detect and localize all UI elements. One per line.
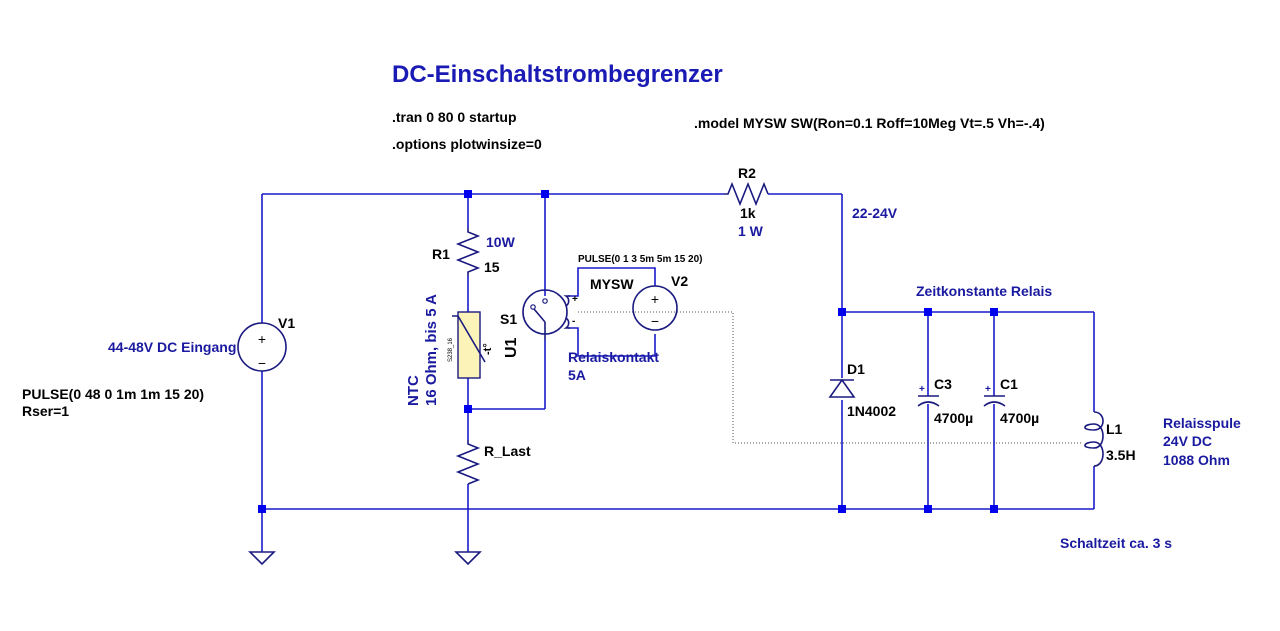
component-s1[interactable]: + - S1 MYSW	[500, 276, 634, 340]
options-directive[interactable]: .options plotwinsize=0	[392, 136, 542, 152]
r-last-name: R_Last	[484, 443, 531, 459]
component-u1[interactable]: S238_16 -t° U1	[448, 311, 520, 379]
component-c1[interactable]: + C1 4700µ	[983, 376, 1039, 426]
v2-value: PULSE(0 1 3 5m 5m 15 20)	[578, 254, 703, 265]
r2-name: R2	[738, 165, 756, 181]
resistor-icon	[724, 181, 769, 207]
capacitor-plus-sign: +	[919, 384, 925, 395]
voltage-source-icon	[237, 322, 287, 372]
u1-part: S238_16	[448, 337, 454, 362]
s1-comment-line1: Relaiskontakt	[568, 349, 659, 365]
capacitor-plus-sign: +	[985, 384, 991, 395]
v1-name: V1	[278, 315, 295, 331]
r1-value: 15	[484, 259, 500, 275]
ntc-thermistor-icon	[457, 311, 481, 379]
u1-temp-symbol: -t°	[482, 343, 494, 355]
junction	[924, 505, 932, 513]
d1-value: 1N4002	[847, 403, 896, 419]
ntc-slope-line	[452, 315, 486, 363]
junction	[990, 308, 998, 316]
model-directive[interactable]: .model MYSW SW(Ron=0.1 Roff=10Meg Vt=.5 …	[694, 115, 1045, 131]
v1-value: PULSE(0 48 0 1m 1m 15 20)	[22, 386, 204, 402]
c3-name: C3	[934, 376, 952, 392]
r2-value: 1k	[740, 205, 756, 221]
component-v1[interactable]: + − V1	[237, 315, 295, 372]
component-r1[interactable]: R1 15 10W	[432, 228, 516, 276]
c3-value: 4700µ	[934, 410, 973, 426]
l1-comment-line3: 1088 Ohm	[1163, 452, 1230, 468]
resistor-icon	[455, 228, 481, 276]
junction	[464, 190, 472, 198]
switch-plus-lead	[563, 295, 570, 307]
component-c3[interactable]: + C3 4700µ	[917, 376, 973, 426]
component-d1[interactable]: D1 1N4002	[828, 361, 896, 419]
ntc-comment-line1: NTC	[405, 375, 422, 406]
component-v2[interactable]: + − V2 PULSE(0 1 3 5m 5m 15 20)	[578, 254, 703, 331]
minus-sign: −	[258, 355, 266, 371]
plus-sign: +	[651, 291, 659, 307]
d1-name: D1	[847, 361, 865, 377]
r1-name: R1	[432, 246, 450, 262]
junction	[838, 505, 846, 513]
capacitor-icon	[917, 401, 940, 407]
switch-contact	[542, 298, 548, 304]
junction	[990, 505, 998, 513]
u1-name: U1	[503, 337, 520, 358]
junction	[924, 308, 932, 316]
v1-rser: Rser=1	[22, 403, 69, 419]
wires	[261, 193, 1095, 552]
wire-v2-plus	[568, 267, 656, 297]
resistor-icon	[455, 440, 481, 485]
s1-model: MYSW	[590, 276, 634, 292]
junctions	[258, 190, 998, 513]
junction	[838, 308, 846, 316]
switch-time-label: Schaltzeit ca. 3 s	[1060, 535, 1172, 551]
junction	[541, 190, 549, 198]
component-r-last[interactable]: R_Last	[455, 440, 531, 485]
s1-comment-line2: 5A	[568, 367, 586, 383]
v2-name: V2	[671, 273, 688, 289]
voltage-node-label: 22-24V	[852, 205, 898, 221]
l1-name: L1	[1106, 421, 1123, 437]
switch-blade	[533, 308, 546, 323]
junction	[464, 405, 472, 413]
junction	[258, 505, 266, 513]
minus-sign: −	[651, 313, 659, 329]
c1-value: 4700µ	[1000, 410, 1039, 426]
s1-plus: +	[572, 294, 578, 305]
time-constant-label: Zeitkonstante Relais	[916, 283, 1052, 299]
l1-comment-line2: 24V DC	[1163, 433, 1212, 449]
ground-symbol	[454, 551, 482, 566]
diode-icon	[828, 378, 856, 398]
wire-v2-minus	[568, 327, 656, 357]
inductor-icon	[1084, 411, 1104, 467]
s1-minus: -	[572, 316, 575, 327]
voltage-source-icon	[632, 285, 678, 331]
schematic-title: DC-Einschaltstrombegrenzer	[392, 61, 723, 88]
switch-minus-lead	[563, 317, 570, 329]
capacitor-icon	[983, 401, 1006, 407]
ground-symbol	[248, 551, 276, 566]
component-l1[interactable]: L1 3.5H	[1084, 411, 1136, 467]
l1-value: 3.5H	[1106, 447, 1136, 463]
component-r2[interactable]: R2 1k 1 W	[724, 165, 769, 239]
l1-comment-line1: Relaisspule	[1163, 415, 1241, 431]
tran-directive[interactable]: .tran 0 80 0 startup	[392, 109, 517, 125]
c1-name: C1	[1000, 376, 1018, 392]
plus-sign: +	[258, 331, 266, 347]
ntc-comment-line2: 16 Ohm, bis 5 A	[423, 294, 440, 406]
v1-comment: 44-48V DC Eingang	[108, 339, 236, 355]
r1-comment: 10W	[486, 234, 516, 250]
switch-contact	[530, 304, 536, 310]
r2-comment: 1 W	[738, 223, 764, 239]
s1-name: S1	[500, 311, 517, 327]
